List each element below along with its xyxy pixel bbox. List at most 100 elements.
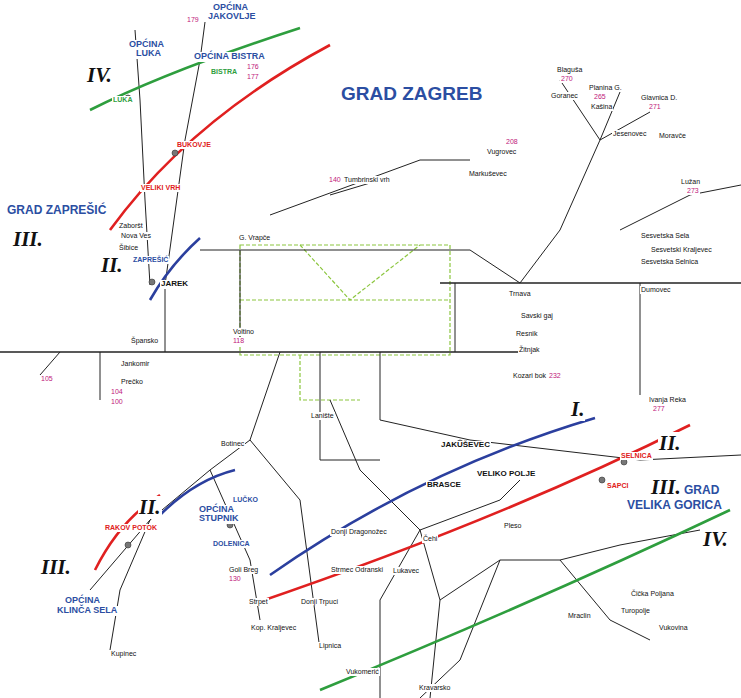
network-line xyxy=(560,560,650,640)
municipality-label: JAKOVLJE xyxy=(207,12,257,22)
zone-arc xyxy=(270,418,595,575)
zone-arc xyxy=(110,45,330,230)
callout-number: 130 xyxy=(228,575,242,583)
place-name: Tumbrinski vrh xyxy=(343,176,391,184)
station-label: JAKUŠEVEC xyxy=(440,441,491,450)
place-name: Trnava xyxy=(508,290,532,298)
place-name: Jankomir xyxy=(120,360,150,368)
network-line xyxy=(440,560,500,600)
inner-link xyxy=(240,299,450,300)
station-label: SAPCI xyxy=(606,482,629,490)
zone-numeral: I. xyxy=(570,398,585,421)
municipality-label: GRAD ZAPREŠIĆ xyxy=(6,204,107,217)
callout-number: 177 xyxy=(246,73,260,81)
place-name: G. Vrapče xyxy=(238,234,271,242)
network-line xyxy=(270,160,470,215)
place-name: Jesenovec xyxy=(612,130,647,138)
place-name: Prečko xyxy=(120,378,144,386)
network-lines xyxy=(0,22,741,698)
network-line xyxy=(640,283,641,395)
place-name: Sesvetska Selnica xyxy=(640,258,699,266)
zone-numeral: III. xyxy=(650,476,682,499)
zone-arc xyxy=(320,510,730,690)
inner-ring xyxy=(240,245,450,355)
zone-numeral: II. xyxy=(138,496,162,519)
zone-numeral: IV. xyxy=(702,528,729,551)
network-line xyxy=(470,250,520,283)
station-label: JAREK xyxy=(160,280,189,289)
network-line xyxy=(420,560,500,698)
place-name: Dumovec xyxy=(640,286,672,294)
municipality-label: VELIKA GORICA xyxy=(626,499,723,512)
network-line xyxy=(250,440,320,650)
place-name: Moravče xyxy=(658,132,687,140)
place-name: Planina G. xyxy=(588,84,623,92)
place-name: Kupinec xyxy=(110,650,137,658)
place-name: Resnik xyxy=(515,330,538,338)
zone-numeral: II. xyxy=(100,254,124,277)
trunk-line xyxy=(440,282,741,284)
network-line xyxy=(600,112,650,140)
station-label: BISTRA xyxy=(210,68,238,76)
station-label: VELIKO POLJE xyxy=(476,470,536,479)
zone-arc xyxy=(250,425,690,605)
station-marker xyxy=(621,459,627,465)
municipality-label: LUKA xyxy=(135,49,162,59)
place-name: Markuševec xyxy=(468,170,508,178)
station-label: DOLENICA xyxy=(212,540,251,548)
place-name: Kravarsko xyxy=(418,684,452,692)
callout-number: 179 xyxy=(186,16,200,24)
place-name: Zaboršt xyxy=(118,222,144,230)
callout-number: 273 xyxy=(686,187,700,195)
place-name: Čehi xyxy=(422,535,438,543)
zone-numeral: IV. xyxy=(86,64,113,87)
callout-number: 265 xyxy=(593,93,607,101)
station-label: SELNICA xyxy=(620,452,653,460)
station-label: LUČKO xyxy=(232,496,259,504)
place-name: Kop. Kraljevec xyxy=(250,624,297,632)
network-line xyxy=(500,530,700,560)
place-name: Vukomerić xyxy=(345,668,380,676)
zone-arc xyxy=(160,470,235,515)
network-line xyxy=(240,250,241,340)
station-label: BRASCE xyxy=(426,481,462,490)
place-name: Šibice xyxy=(118,244,139,252)
callout-number: 140 xyxy=(328,176,342,184)
callout-number: 104 xyxy=(110,388,124,396)
place-name: Donji Dragonožec xyxy=(330,528,388,536)
station-marker xyxy=(172,150,178,156)
zone-numeral: III. xyxy=(40,556,72,579)
place-name: Vugrovec xyxy=(486,148,517,156)
inner-link xyxy=(300,245,420,300)
municipality-label: KLINČA SELA xyxy=(56,606,118,616)
place-name: Goranec xyxy=(550,92,579,100)
region-title: GRAD ZAGREB xyxy=(340,84,483,105)
station-label: RAKOV POTOK xyxy=(104,524,158,532)
place-name: Ivanja Reka xyxy=(648,396,687,404)
place-name: Sesvetski Kraljevec xyxy=(650,246,713,254)
municipality-label: STUPNIK xyxy=(198,514,240,524)
place-name: Lukavec xyxy=(392,567,420,575)
place-name: Mraclin xyxy=(567,612,592,620)
callout-number: 100 xyxy=(110,398,124,406)
station-label: VELIKI VRH xyxy=(140,184,181,192)
place-name: Blaguša xyxy=(556,66,583,74)
place-name: Nova Ves xyxy=(120,232,152,240)
place-name: Špansko xyxy=(130,337,159,345)
zone-numeral: III. xyxy=(12,228,44,251)
place-name: Goli Breg xyxy=(228,566,259,574)
place-name: Pleso xyxy=(503,522,523,530)
network-line xyxy=(165,285,166,352)
place-name: Lanište xyxy=(310,412,335,420)
trunk-line xyxy=(0,351,520,353)
station-markers xyxy=(125,95,627,548)
place-name: Donji Trpuci xyxy=(300,598,339,606)
network-line xyxy=(455,283,456,352)
callout-number: 270 xyxy=(560,75,574,83)
place-name: Sesvetska Sela xyxy=(640,232,690,240)
place-name: Strpet xyxy=(248,598,269,606)
callout-number: 271 xyxy=(648,103,662,111)
municipality-label: OPĆINA xyxy=(64,596,101,606)
callout-number: 232 xyxy=(548,372,562,380)
